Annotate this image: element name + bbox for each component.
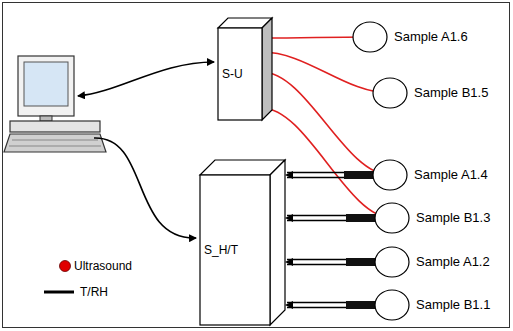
sample-label: Sample A1.2 [416,246,490,278]
legend-item: T/RH [44,284,82,300]
sample-circle [374,202,410,234]
unit-box: S-U [218,28,272,120]
sample-circle [374,246,410,278]
sample-label: Sample B1.1 [416,289,490,321]
sample-node: Sample A1.4 [372,159,490,191]
computer-icon [4,56,106,152]
unit-label: S_H/T [204,243,238,257]
sample-label: Sample B1.5 [414,77,488,109]
trh-symbol [44,284,80,300]
sample-circle [372,77,408,109]
unit-label: S-U [222,67,243,81]
sample-circle [374,289,410,321]
legend-item: Ultrasound [58,258,76,274]
sample-circle [372,159,408,191]
sample-circle [352,21,388,53]
trh-cable [285,214,376,222]
sample-node: Sample A1.6 [352,21,470,53]
sample-node: Sample B1.1 [374,289,493,321]
ultrasound-symbol [58,258,74,274]
sample-node: Sample A1.2 [374,246,492,278]
trh-cable [285,171,374,179]
sample-label: Sample B1.3 [416,202,490,234]
sample-node: Sample B1.3 [374,202,493,234]
trh-cable [285,301,376,309]
trh-cable [285,258,376,266]
legend-label: T/RH [80,284,108,300]
frame [3,3,510,328]
unit-box: S_H/T [200,175,285,325]
sample-label: Sample A1.4 [414,159,488,191]
sample-label: Sample A1.6 [394,21,468,53]
data-link [78,62,214,96]
data-link [94,138,196,238]
sample-node: Sample B1.5 [372,77,491,109]
legend-label: Ultrasound [74,258,132,274]
